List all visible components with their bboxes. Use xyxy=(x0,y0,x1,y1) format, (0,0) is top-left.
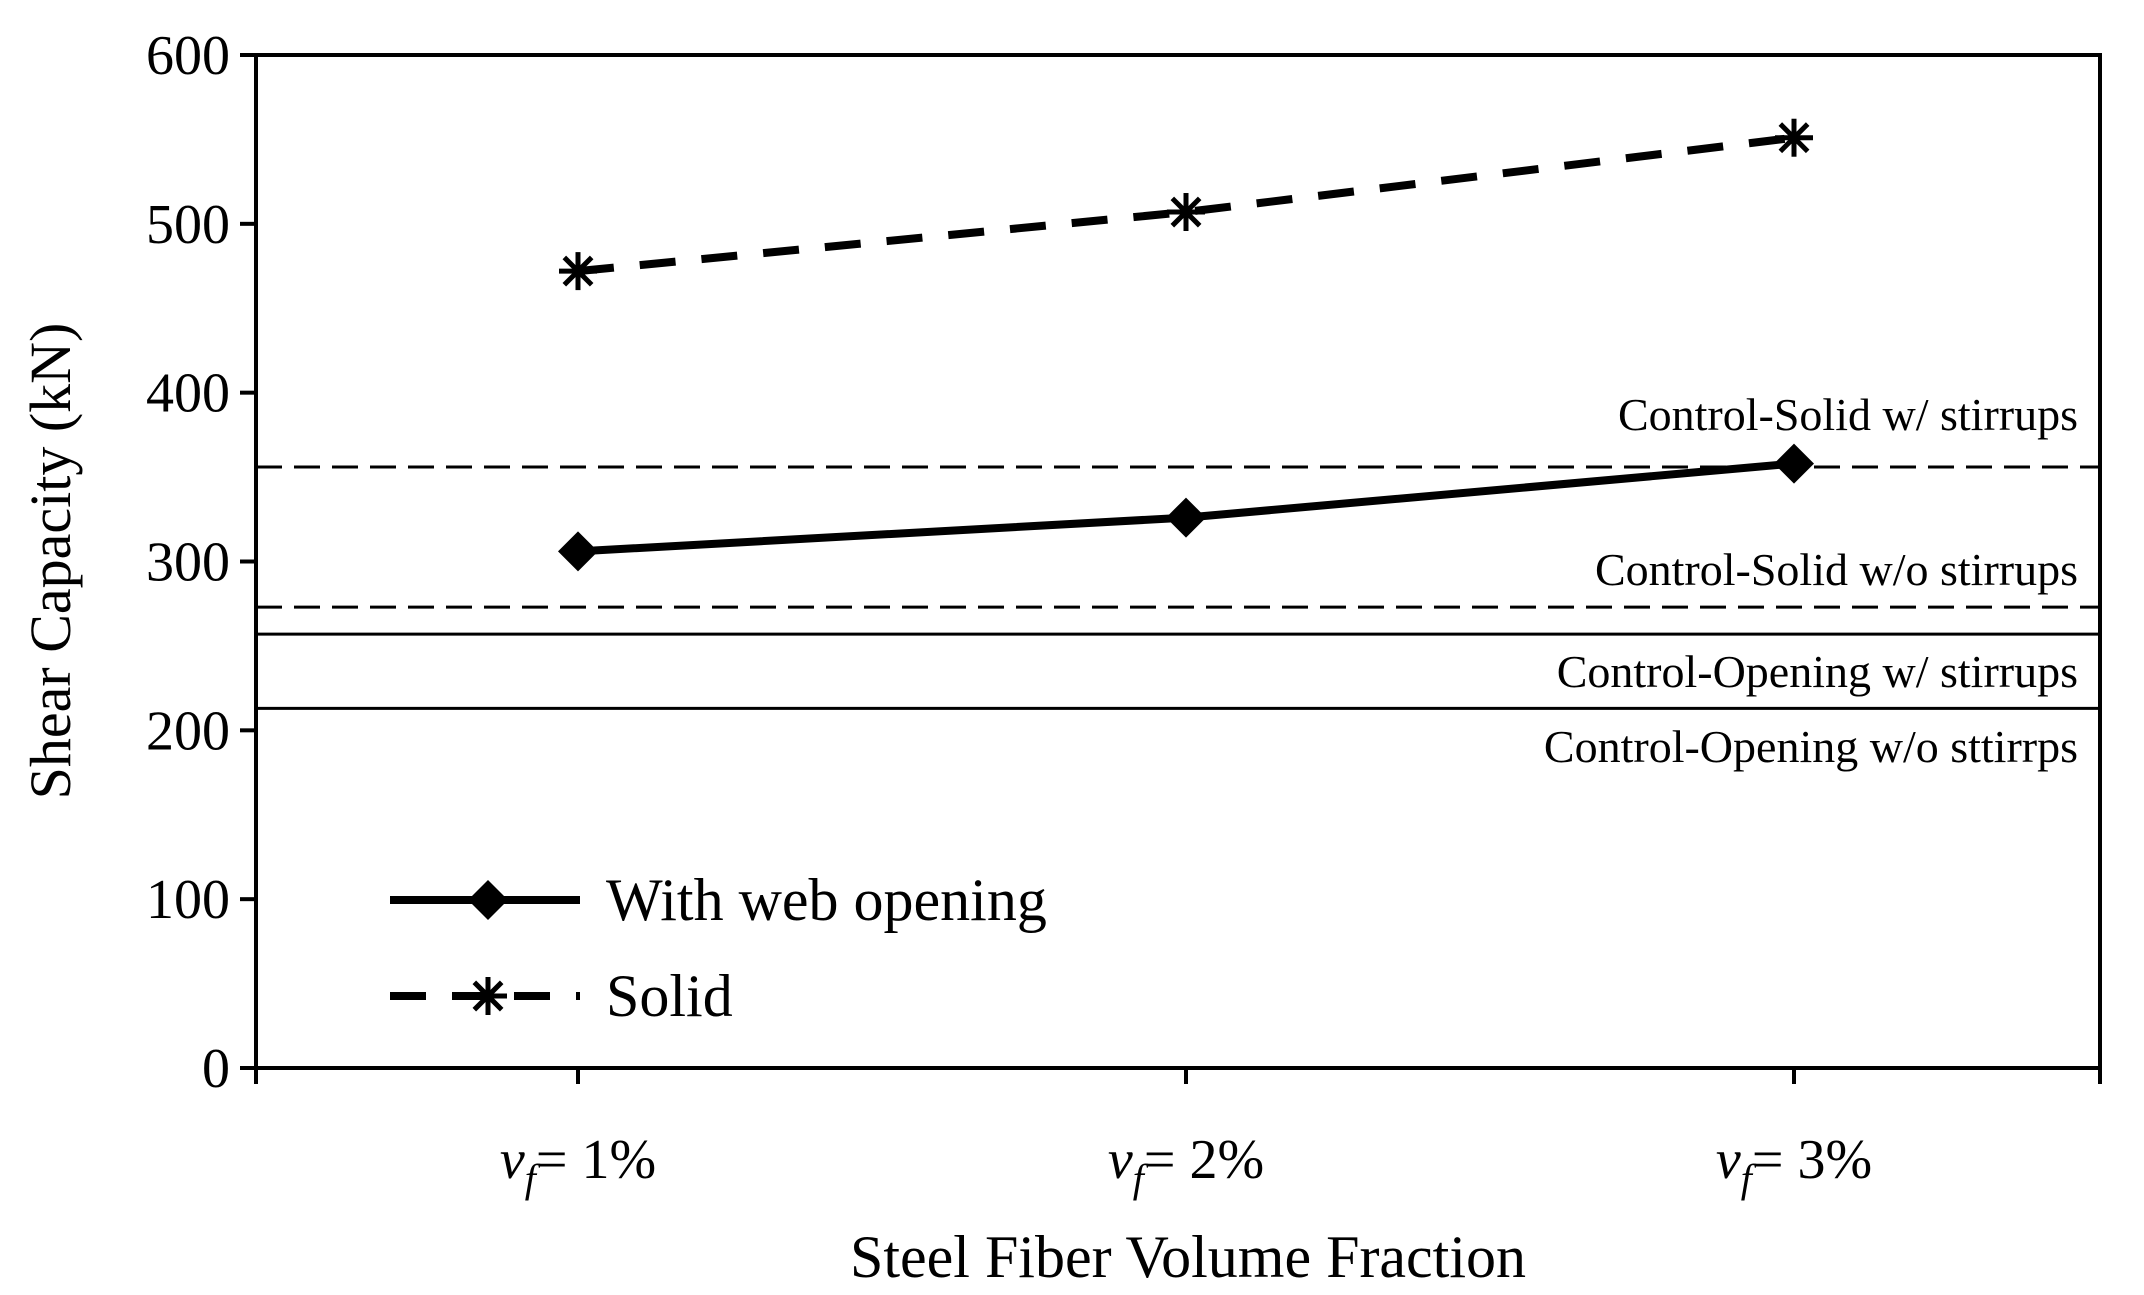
legend-label: With web opening xyxy=(606,867,1047,933)
asterisk-marker xyxy=(1167,193,1205,232)
asterisk-stroke xyxy=(562,255,594,287)
y-tick-label: 300 xyxy=(146,532,230,594)
x-tick-label-rest: = 3% xyxy=(1752,1129,1872,1191)
diamond-marker xyxy=(1166,497,1206,538)
x-axis-title: Steel Fiber Volume Fraction xyxy=(850,1224,1526,1290)
x-tick-label: vf= 3% xyxy=(1716,1129,1872,1201)
x-tick-label-rest: = 2% xyxy=(1144,1129,1264,1191)
reference-line-label: Control-Opening w/ stirrups xyxy=(1557,646,2078,697)
x-tick-label: vf= 1% xyxy=(500,1129,656,1201)
y-tick-label: 200 xyxy=(146,700,230,762)
reference-line-label: Control-Solid w/ stirrups xyxy=(1618,389,2078,440)
x-tick-label-var: v xyxy=(500,1129,525,1191)
x-tick-label-rest: = 1% xyxy=(536,1129,656,1191)
reference-line-label: Control-Solid w/o stirrups xyxy=(1595,544,2078,595)
y-axis: 0 100 200 300 400 500 600 xyxy=(146,25,256,1100)
diamond-marker xyxy=(1774,443,1814,484)
x-tick-label: vf= 2% xyxy=(1108,1129,1264,1201)
y-axis-title: Shear Capacity (kN) xyxy=(18,323,83,800)
x-tick-label-var: v xyxy=(1716,1129,1741,1191)
x-tick-label-var: v xyxy=(1108,1129,1133,1191)
diamond-marker xyxy=(468,880,508,920)
x-axis: vf= 1% vf= 2% vf= 3% xyxy=(254,1068,2102,1201)
y-tick-label: 400 xyxy=(146,363,230,425)
legend-label: Solid xyxy=(606,963,733,1029)
asterisk-marker xyxy=(1775,118,1813,157)
reference-line-label: Control-Opening w/o sttirrps xyxy=(1544,721,2078,772)
y-tick-label: 100 xyxy=(146,869,230,931)
diamond-marker xyxy=(558,531,598,572)
y-tick-label: 500 xyxy=(146,194,230,256)
asterisk-stroke xyxy=(472,980,504,1012)
asterisk-marker xyxy=(469,977,507,1015)
series-line xyxy=(577,133,1795,276)
series-layer xyxy=(558,118,1814,572)
asterisk-stroke xyxy=(1778,122,1810,154)
y-tick-label: 0 xyxy=(202,1038,230,1100)
asterisk-stroke xyxy=(1170,196,1202,228)
y-tick-label: 600 xyxy=(146,25,230,87)
asterisk-marker xyxy=(559,252,597,291)
